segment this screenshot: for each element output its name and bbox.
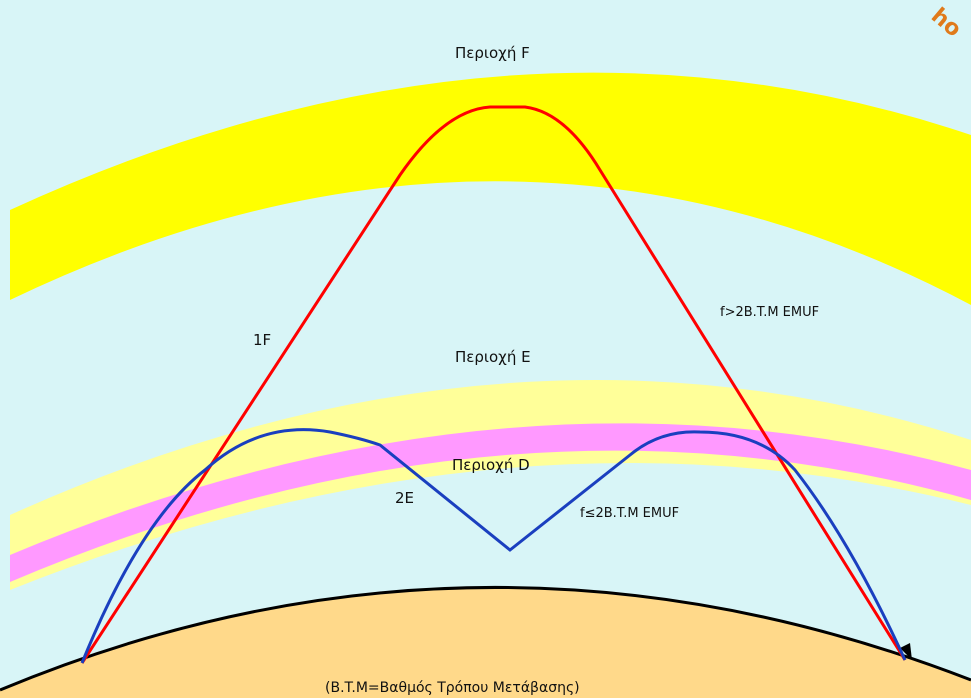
earth-outline (0, 586, 971, 692)
d-layer-band (10, 423, 971, 582)
region-f-label: Περιοχή F (455, 44, 530, 62)
ray-2e (80, 428, 907, 664)
path-2e-label: 2E (395, 489, 414, 507)
f-layer-band (10, 72, 971, 305)
path-1f-label: 1F (253, 331, 271, 349)
footnote: (B.T.M=Βαθμός Τρόπου Μετάβασης) (325, 680, 580, 696)
arrowhead-1f (900, 643, 912, 660)
region-d-label: Περιοχή D (452, 456, 530, 474)
ray-1f (80, 105, 907, 664)
condition-f-label: f>2B.T.M EMUF (720, 305, 819, 320)
condition-e-label: f≤2B.T.M EMUF (580, 506, 679, 521)
region-e-label: Περιοχή E (455, 348, 531, 366)
